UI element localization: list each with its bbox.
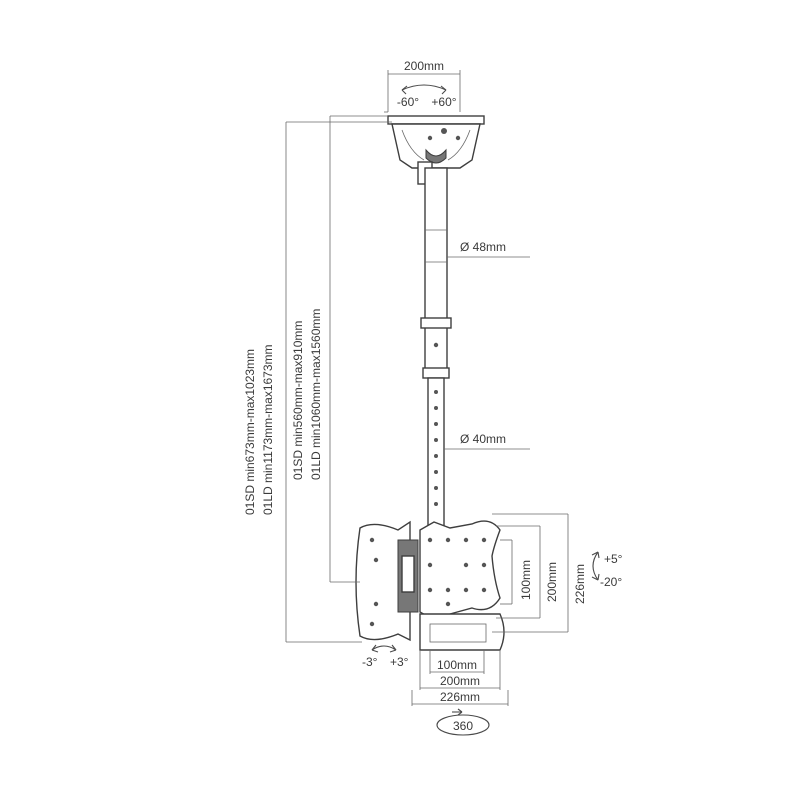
lower-pole-diameter-label: Ø 40mm [460,432,506,446]
vesa-height-100-label: 100mm [519,560,533,600]
top-width-label: 200mm [404,59,444,73]
upper-pole-diameter-label: Ø 48mm [460,240,506,254]
rotation-arrows [371,644,397,653]
vesa-width-226-label: 226mm [440,690,480,704]
top-width-dimension [384,70,461,113]
rotate-right-label: +3° [390,655,409,669]
upper-pole [420,167,452,379]
rotation-360-icon [436,708,490,736]
rotation-360-label: 360 [453,719,473,733]
outer-height-labels: 01SD min673mm-max1023mm 01LD min1173mm-m… [243,344,275,515]
inner-height-labels: 01SD min560mm-max910mm 01LD min1060mm-ma… [291,309,323,480]
vesa-width-100-label: 100mm [437,658,477,672]
swivel-right-label: +60° [431,95,456,109]
swivel-left-label: -60° [397,95,419,109]
vesa-width-200-label: 200mm [440,674,480,688]
rotate-left-label: -3° [362,655,378,669]
lower-pole [427,377,445,529]
swivel-arrows [401,84,447,95]
vesa-height-226-label: 226mm [573,564,587,604]
outer-height-dimension [285,121,392,643]
inner-height-dimension [329,115,388,583]
vesa-height-200-label: 200mm [545,562,559,602]
outer-height-ld-label: 01LD min1173mm-max1673mm [261,344,275,515]
tilt-bracket [355,520,419,642]
inner-height-sd-label: 01SD min560mm-max910mm [291,321,305,480]
inner-height-ld-label: 01LD min1060mm-max1560mm [309,309,323,480]
outer-height-sd-label: 01SD min673mm-max1023mm [243,349,257,515]
vesa-height-dimensions [492,513,569,633]
tilt-up-label: +5° [604,552,623,566]
vesa-plate [419,520,505,651]
tilt-arrows [591,551,600,581]
tilt-down-label: -20° [600,575,622,589]
vesa-width-dimensions [411,650,509,706]
